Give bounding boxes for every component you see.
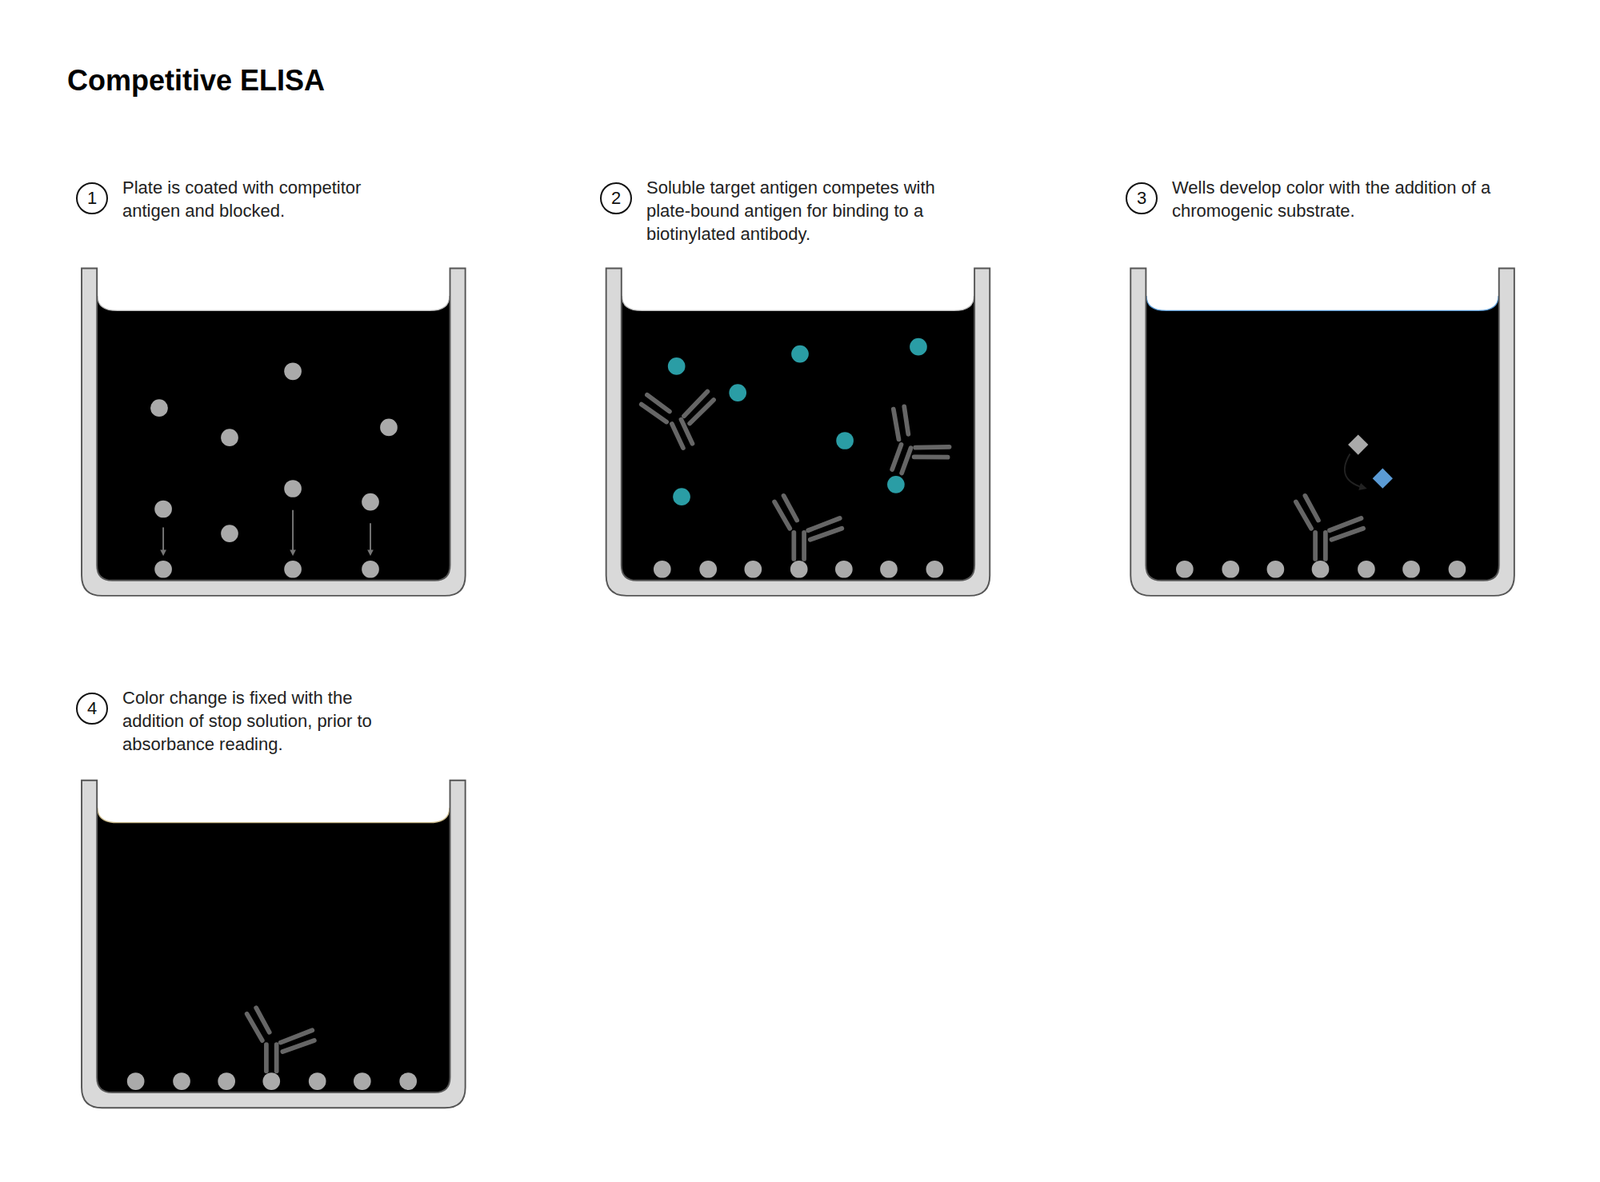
- step-description: Soluble target antigen competes with pla…: [646, 176, 967, 246]
- well-2: [606, 268, 991, 596]
- step-circle: 1Plate is coated with competitor antigen…: [76, 182, 108, 215]
- step-number: 2: [601, 184, 631, 213]
- step-description: Color change is fixed with the addition …: [122, 686, 403, 756]
- step-number: 3: [1127, 184, 1156, 213]
- well-4: [81, 780, 466, 1108]
- step-number: 4: [77, 694, 107, 724]
- step-description: Plate is coated with competitor antigen …: [122, 176, 411, 223]
- diagram-title: Competitive ELISA: [67, 64, 325, 98]
- well-3: [1130, 268, 1515, 596]
- step-circle: 2Soluble target antigen competes with pl…: [600, 182, 632, 215]
- step-description: Wells develop color with the addition of…: [1172, 176, 1492, 223]
- step-circle: 3Wells develop color with the addition o…: [1125, 182, 1158, 215]
- step-number: 1: [77, 184, 107, 213]
- step-circle: 4Color change is fixed with the addition…: [76, 692, 108, 725]
- well-1: [81, 268, 466, 596]
